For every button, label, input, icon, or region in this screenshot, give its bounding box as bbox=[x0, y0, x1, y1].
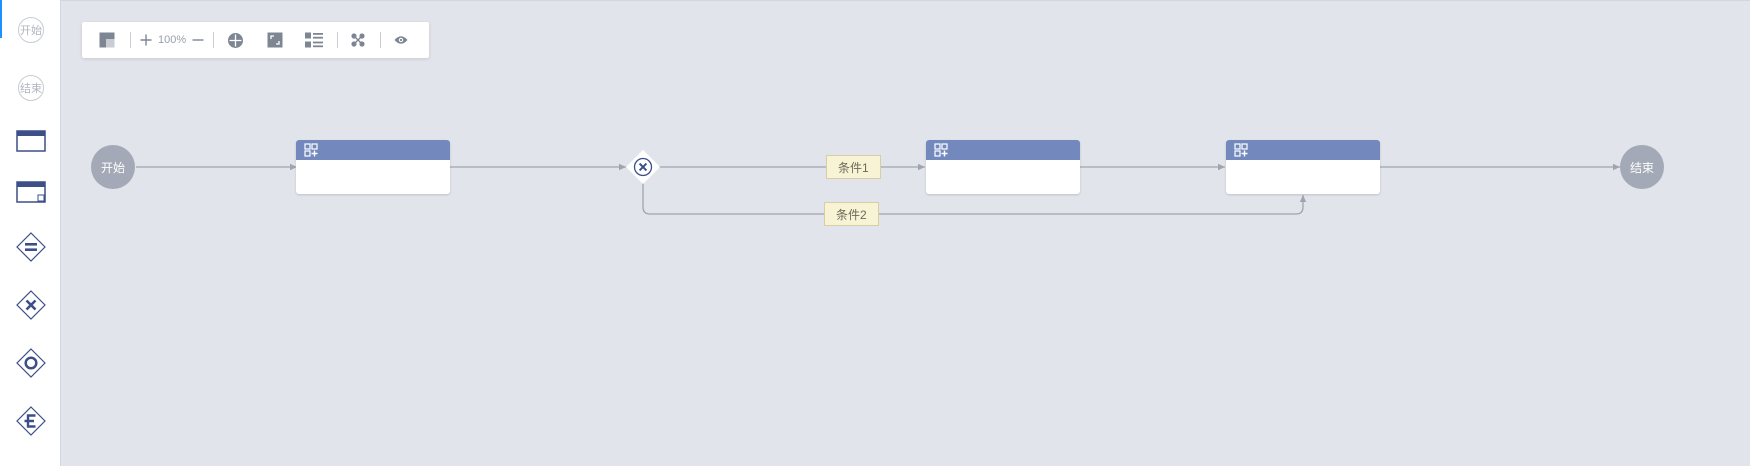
start-event-label: 开始 bbox=[100, 160, 125, 175]
palette-end-label: 结束 bbox=[20, 83, 42, 95]
task-node-header bbox=[296, 140, 450, 160]
condition-1-text: 条件1 bbox=[838, 160, 869, 175]
user-task-icon bbox=[16, 130, 46, 152]
gateway-layout-icon bbox=[351, 33, 365, 47]
palette-user-task[interactable] bbox=[14, 124, 48, 158]
task-node-3[interactable] bbox=[1226, 140, 1380, 194]
canvas-toolbar: 100% bbox=[82, 22, 429, 58]
palette-exclusive-gateway[interactable] bbox=[14, 288, 48, 322]
start-event-icon: 开始 bbox=[18, 17, 44, 43]
edge-gateway-to-task3[interactable] bbox=[642, 181, 1307, 215]
auto-layout-button[interactable] bbox=[305, 28, 324, 52]
zoom-level: 100% bbox=[158, 34, 187, 46]
zoom-out-icon bbox=[192, 39, 204, 41]
parallel-gateway-icon bbox=[16, 232, 46, 262]
zoom-out-button[interactable] bbox=[190, 28, 206, 52]
end-event-node[interactable]: 结束 bbox=[1620, 145, 1664, 189]
palette-parallel-gateway[interactable] bbox=[14, 230, 48, 264]
inclusive-gateway-icon bbox=[16, 348, 46, 378]
sub-process-icon bbox=[16, 181, 46, 203]
preview-icon bbox=[394, 36, 408, 44]
preview-button[interactable] bbox=[393, 28, 409, 52]
fit-center-icon bbox=[227, 32, 243, 48]
auto-layout-icon bbox=[305, 32, 324, 48]
toolbar-separator bbox=[130, 32, 131, 48]
flow-edges bbox=[136, 163, 1620, 215]
exclusive-gateway-icon bbox=[16, 290, 46, 320]
start-event-node[interactable]: 开始 bbox=[91, 145, 135, 189]
node-palette: 开始 结束 bbox=[0, 0, 61, 466]
canvas-top-border bbox=[61, 0, 1750, 1]
end-event-label: 结束 bbox=[1629, 160, 1654, 175]
fit-center-button[interactable] bbox=[226, 28, 244, 52]
task-node-header bbox=[1226, 140, 1380, 160]
toolbar-separator bbox=[213, 32, 215, 48]
task-node-2[interactable] bbox=[926, 140, 1080, 194]
minimap-button[interactable] bbox=[98, 28, 116, 52]
task-node-1[interactable] bbox=[296, 140, 450, 194]
toolbar-separator bbox=[337, 32, 339, 48]
exclusive-gateway-node[interactable] bbox=[625, 149, 661, 185]
app-add-icon bbox=[934, 143, 948, 157]
diagram-canvas[interactable]: 开始 条件1 条件2 bbox=[61, 0, 1750, 466]
task-node-header bbox=[926, 140, 1080, 160]
actual-size-icon bbox=[267, 32, 283, 48]
palette-sub-process[interactable] bbox=[14, 175, 48, 209]
zoom-in-button[interactable] bbox=[138, 28, 154, 52]
condition-2-text: 条件2 bbox=[836, 207, 867, 222]
palette-active-indicator bbox=[0, 0, 2, 38]
complex-gateway-icon bbox=[16, 406, 46, 436]
zoom-in-icon bbox=[140, 34, 152, 46]
gateway-layout-button[interactable] bbox=[350, 28, 366, 52]
app-add-icon bbox=[304, 143, 318, 157]
actual-size-button[interactable] bbox=[266, 28, 284, 52]
palette-complex-gateway[interactable] bbox=[14, 404, 48, 438]
minimap-icon bbox=[99, 32, 115, 48]
condition-2-label[interactable]: 条件2 bbox=[824, 202, 879, 226]
palette-start-label: 开始 bbox=[20, 25, 42, 37]
app-add-icon bbox=[1234, 143, 1248, 157]
condition-1-label[interactable]: 条件1 bbox=[826, 155, 881, 179]
end-event-icon: 结束 bbox=[18, 75, 44, 101]
toolbar-separator bbox=[380, 32, 382, 48]
palette-start-event[interactable]: 开始 bbox=[14, 13, 48, 47]
palette-inclusive-gateway[interactable] bbox=[14, 346, 48, 380]
palette-end-event[interactable]: 结束 bbox=[14, 71, 48, 105]
